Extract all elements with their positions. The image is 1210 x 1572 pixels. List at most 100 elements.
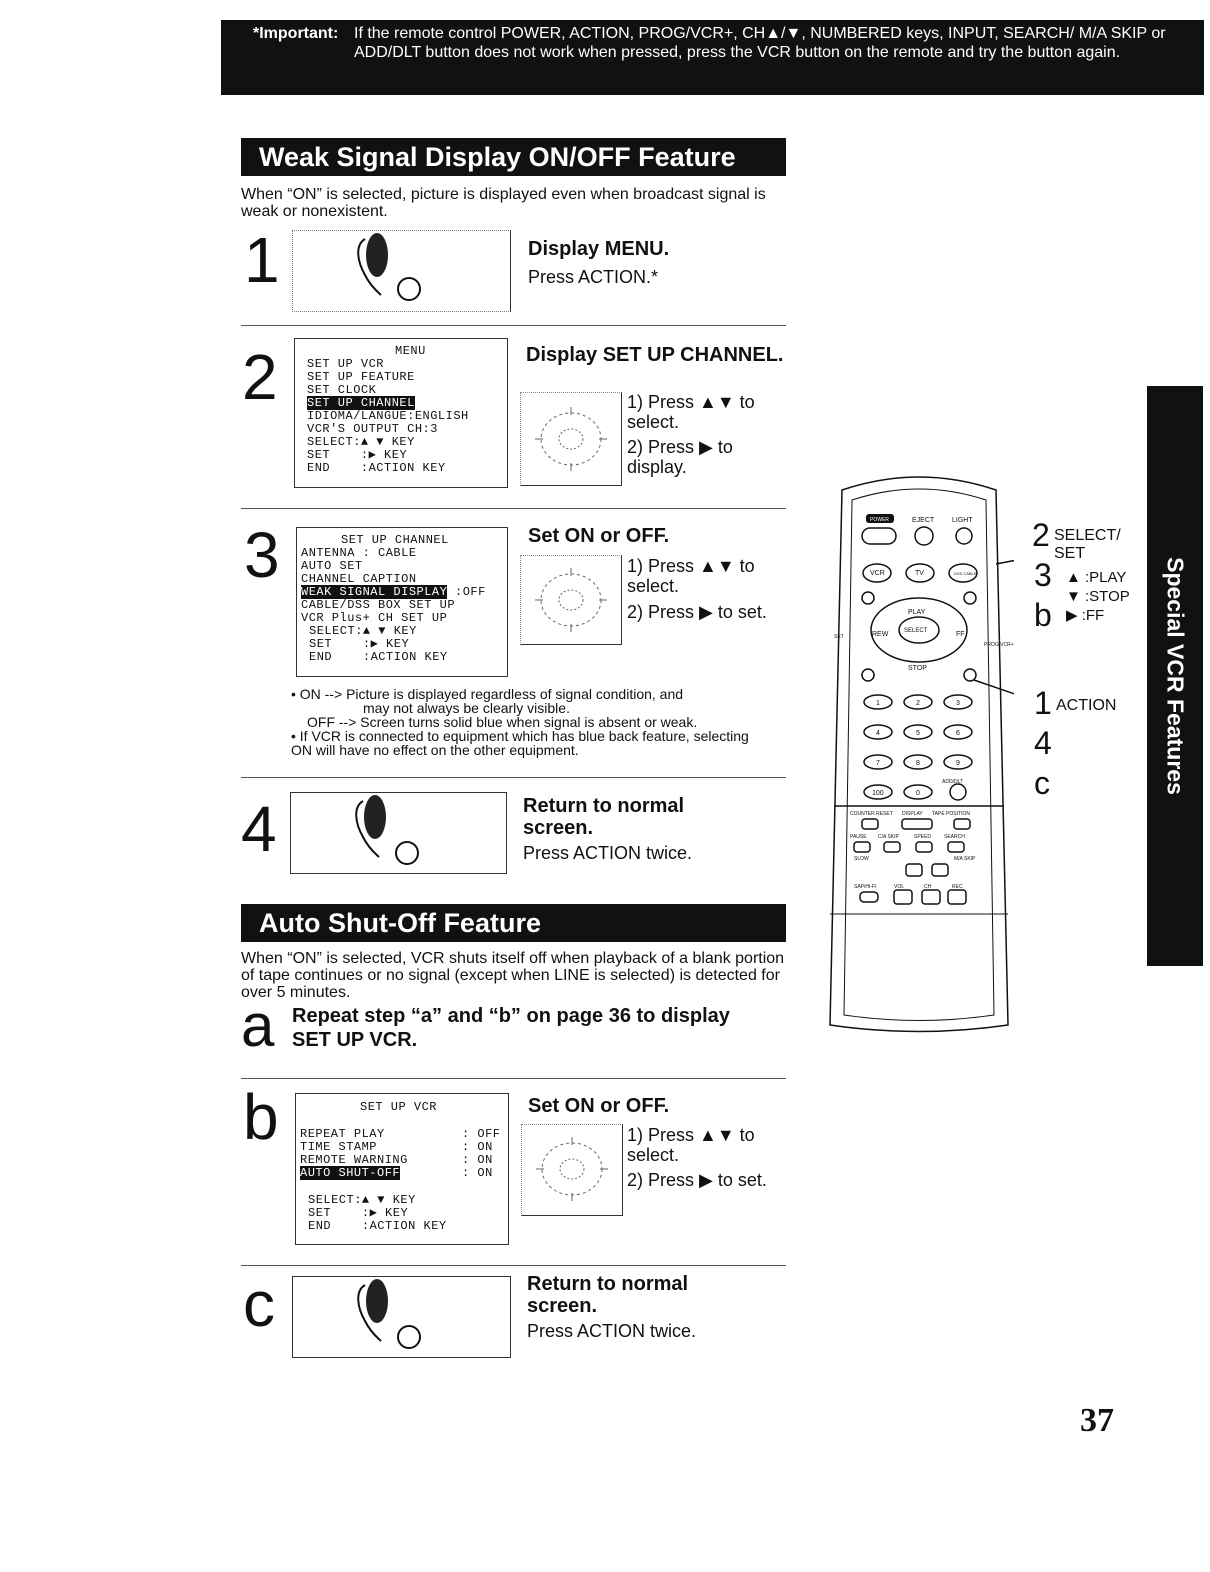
key-6[interactable] — [943, 724, 973, 740]
step-1-title: Display MENU. — [528, 238, 670, 260]
key-7[interactable] — [863, 754, 893, 770]
key-4[interactable] — [863, 724, 893, 740]
menu-header: MENU — [395, 344, 426, 358]
tv-label: TV — [915, 570, 924, 577]
key-4-label: 4 — [876, 730, 880, 737]
sap-hifi-label: SAP/HI-FI — [854, 884, 877, 890]
joystick-icon — [535, 407, 607, 471]
step-2-title: Display SET UP CHANNEL. — [526, 344, 784, 366]
divider — [241, 1265, 786, 1266]
key-5[interactable] — [903, 724, 933, 740]
menu-item: REMOTE WARNING — [300, 1153, 408, 1167]
ff-label: FF — [956, 631, 965, 638]
dss-cable-button[interactable] — [948, 563, 978, 583]
set-up-channel-screen: SET UP CHANNEL ANTENNA : CABLE AUTO SET … — [296, 527, 508, 677]
side-tab-label: Special VCR Features — [1162, 557, 1189, 795]
menu-item: SET UP FEATURE — [307, 370, 415, 384]
step-2-number: 2 — [242, 341, 278, 413]
callout-ff-label: ▶ :FF — [1066, 607, 1105, 624]
key-3[interactable] — [943, 694, 973, 710]
key-3-label: 3 — [956, 700, 960, 707]
screen-header: SET UP VCR — [360, 1100, 438, 1114]
note-blue-back: • If VCR is connected to equipment which… — [291, 728, 749, 758]
callout-set-label: SET — [1054, 545, 1086, 562]
tape-position-label: TAPE POSITION — [932, 811, 970, 817]
menu-item: IDIOMA/LANGUE:ENGLISH — [307, 409, 469, 423]
power-label: POWER — [870, 517, 889, 523]
step-a-text: Repeat step “a” and “b” on page 36 to di… — [292, 1005, 730, 1051]
pause-label: PAUSE — [850, 834, 867, 840]
key-0[interactable] — [903, 784, 933, 800]
step-3-notes: • ON --> Picture is displayed regardless… — [291, 687, 771, 757]
step-3-number: 3 — [244, 519, 280, 591]
tv-button[interactable] — [905, 563, 935, 583]
auto-shutoff-intro: When “ON” is selected, VCR shuts itself … — [241, 950, 785, 1001]
menu-item-selected: AUTO SHUT-OFF — [300, 1166, 401, 1180]
counter-reset-label: COUNTER RESET — [850, 811, 893, 817]
ca-skip-label: C/A SKIP — [878, 834, 900, 840]
step-1-text: Press ACTION.* — [528, 267, 659, 287]
callout-4: 4 — [1034, 725, 1052, 761]
callout-c: c — [1034, 765, 1050, 801]
rec-label: REC — [952, 884, 963, 890]
callout-3: 3 — [1034, 557, 1052, 593]
divider — [241, 508, 786, 509]
key-7-label: 7 — [876, 760, 880, 767]
weak-signal-title: Weak Signal Display ON/OFF Feature — [241, 138, 786, 176]
add-dlt-label: ADD/DLT — [942, 779, 963, 785]
select-button[interactable] — [898, 616, 940, 644]
menu-item: ANTENNA : CABLE — [301, 546, 417, 560]
key-9[interactable] — [943, 754, 973, 770]
action-illustration-1 — [292, 230, 511, 312]
key-0-label: 0 — [916, 790, 920, 797]
stop-label: STOP — [908, 665, 927, 672]
action-illustration-c — [292, 1276, 511, 1358]
joystick-illustration — [520, 392, 622, 486]
note-on-cont: may not always be clearly visible. — [363, 700, 570, 716]
dss-cable-label: DSS CABLE — [954, 571, 977, 576]
joystick-illustration — [521, 1124, 623, 1216]
menu-item-selected: SET UP CHANNEL — [307, 396, 415, 410]
key-100[interactable] — [863, 784, 893, 800]
key-2[interactable] — [903, 694, 933, 710]
important-label: *Important: — [253, 25, 339, 42]
step-c-title: Return to normal screen. — [527, 1273, 689, 1317]
step-2-instr-1: 1) Press ▲▼ to select. — [627, 392, 755, 432]
menu-item: VCR Plus+ CH SET UP — [301, 611, 448, 625]
note-off: OFF --> Screen turns solid blue when sig… — [307, 714, 698, 730]
menu-item-selected: WEAK SIGNAL DISPLAY — [301, 585, 448, 599]
step-1-number: 1 — [244, 224, 280, 296]
set-up-vcr-screen: SET UP VCR REPEAT PLAY: OFF TIME STAMP: … — [295, 1093, 509, 1245]
step-b-instr-1: 1) Press ▲▼ to select. — [627, 1125, 755, 1165]
menu-item-value: : ON — [462, 1153, 493, 1167]
eject-button[interactable] — [914, 526, 934, 546]
menu-item-value: : ON — [462, 1166, 493, 1180]
slow-label: SLOW — [854, 856, 869, 862]
eject-label: EJECT — [912, 517, 935, 524]
power-button[interactable] — [861, 527, 897, 545]
select-label: SELECT — [904, 628, 928, 634]
light-button[interactable] — [955, 527, 973, 545]
menu-item: CABLE/DSS BOX SET UP — [301, 598, 456, 612]
key-100-label: 100 — [872, 790, 884, 797]
step-3-instr-1: 1) Press ▲▼ to select. — [627, 556, 755, 596]
callout-b: b — [1034, 597, 1052, 633]
menu-item: AUTO SET — [301, 559, 363, 573]
add-dlt-button[interactable] — [949, 783, 967, 801]
key-1[interactable] — [863, 694, 893, 710]
vcr-label: VCR — [870, 570, 885, 577]
step-c-text: Press ACTION twice. — [527, 1321, 697, 1341]
menu-item: CHANNEL CAPTION — [301, 572, 417, 586]
key-hint: SET :▶ KEY — [307, 448, 408, 462]
callout-select-label: SELECT/ — [1054, 527, 1121, 544]
step-a-letter: a — [241, 992, 275, 1059]
key-8[interactable] — [903, 754, 933, 770]
screen-header: SET UP CHANNEL — [341, 533, 449, 547]
menu-item-value: : OFF — [462, 1127, 501, 1141]
jog-ring[interactable] — [870, 597, 968, 663]
key-hint: SELECT:▲ ▼ KEY — [307, 435, 415, 449]
joystick-icon — [536, 1137, 608, 1201]
vcr-button[interactable] — [862, 563, 892, 583]
play-label: PLAY — [908, 609, 926, 616]
key-9-label: 9 — [956, 760, 960, 767]
